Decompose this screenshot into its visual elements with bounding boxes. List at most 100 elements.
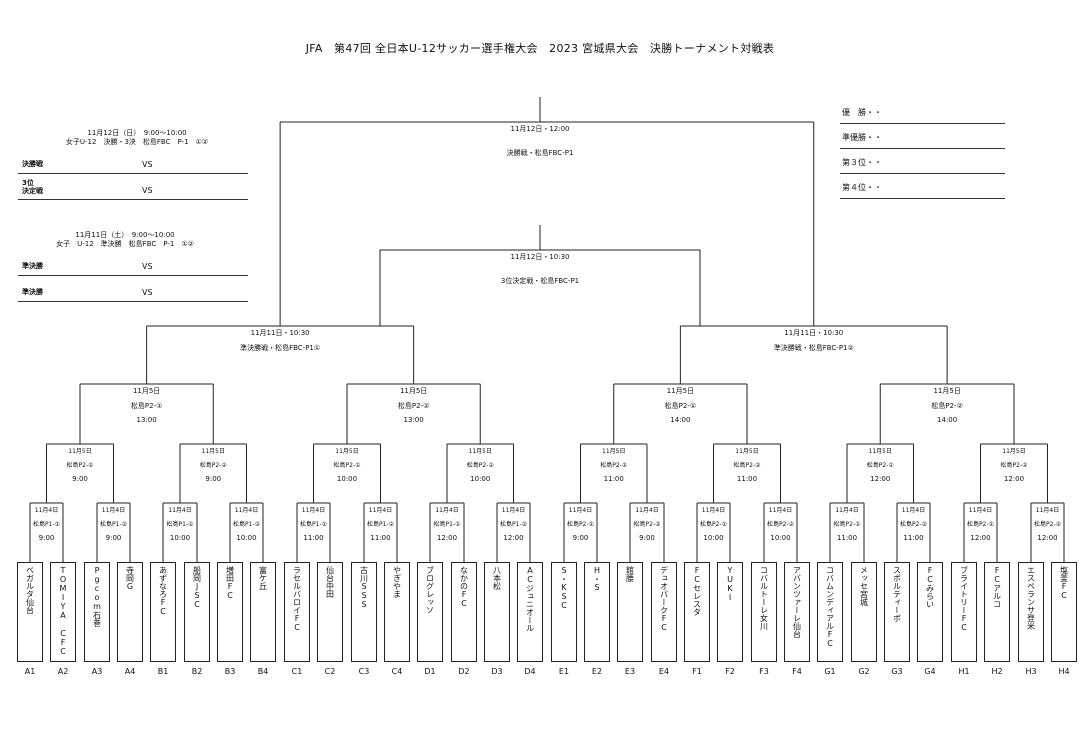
team-box: アバンツァーレ仙台	[784, 562, 810, 662]
team-box: あずなろFC	[150, 562, 176, 662]
match-date: 11月5日	[735, 448, 759, 455]
match-date: 11月5日	[201, 448, 225, 455]
team-code: E4	[658, 667, 670, 676]
match-date: 11月5日	[335, 448, 359, 455]
match-venue: 松島P2-①	[130, 402, 163, 410]
team-code: C2	[324, 667, 336, 676]
match-venue: 松島P2-①	[833, 521, 861, 528]
team-box: FCアルコ	[984, 562, 1010, 662]
match-time: 9:00	[205, 475, 222, 483]
match-venue: 松島P2-②	[1034, 521, 1061, 528]
match-date: 11月4日	[501, 507, 526, 514]
team-code: D1	[424, 667, 436, 676]
match-venue: 松島P1-①	[166, 521, 194, 528]
match-time: 10:00	[703, 534, 724, 542]
team-box: ラセルバロイFC	[284, 562, 310, 662]
match-time: 12:00	[1003, 475, 1025, 483]
match-time: 10:00	[236, 534, 257, 542]
team-box: 仙台中田	[317, 562, 343, 662]
match-venue: 松島P1-②	[100, 521, 127, 528]
third-date: 11月12日・10:30	[510, 253, 570, 261]
team-code: F4	[792, 667, 802, 676]
match-date: 11月11日・10:30	[784, 329, 844, 337]
day1-header-1: 11月12日（日） 9:00〜10:00	[87, 129, 187, 137]
team-box: FCセレスタ	[684, 562, 710, 662]
team-box: 塩釜FC	[1051, 562, 1077, 662]
result-winner: 優 勝・・	[840, 99, 1005, 124]
day2-header-1: 11月11日（土） 9:00〜10:00	[75, 231, 175, 239]
match-time: 9:00	[572, 534, 589, 542]
match-venue: 松島P1-①	[33, 521, 60, 528]
team-box: YUKI	[717, 562, 743, 662]
match-venue: 松島P2-②	[733, 462, 761, 469]
page-title: JFA 第47回 全日本U-12サッカー選手権大会 2023 宮城県大会 決勝ト…	[305, 42, 775, 55]
match-venue: 松島P2-①	[567, 521, 594, 528]
team-box: S・KSC	[551, 562, 577, 662]
match-time: 11:00	[603, 475, 624, 483]
team-code: C1	[291, 667, 303, 676]
day1-header-2: 女子U-12 決勝・3決 松島FBC P-1 ①②	[65, 138, 209, 146]
match-time: 14:00	[937, 416, 958, 424]
match-time: 14:00	[670, 416, 691, 424]
match-venue: 松島P2-①	[700, 521, 727, 528]
team-box: コバムンディアルFC	[817, 562, 843, 662]
match-date: 11月4日	[568, 507, 593, 514]
team-code: E1	[558, 667, 570, 676]
team-code: A1	[24, 667, 36, 676]
match-time: 10:00	[770, 534, 791, 542]
result-fourth: 第４位・・	[840, 174, 1005, 199]
semifinal-row: 準決勝 VS	[18, 276, 248, 302]
row-label: 準決勝	[22, 288, 43, 296]
team-box: 増田FC	[217, 562, 243, 662]
team-code: A2	[57, 667, 69, 676]
match-date: 11月4日	[168, 507, 192, 514]
match-time: 12:00	[870, 475, 891, 483]
team-code: D3	[491, 667, 503, 676]
team-box: 寺岡G	[117, 562, 143, 662]
match-venue: 松島P1-①	[433, 521, 461, 528]
row-vs: VS	[142, 186, 153, 195]
row-label: 3位 決定戦	[22, 179, 43, 195]
match-time: 13:00	[136, 416, 157, 424]
team-box: 古川SSS	[351, 562, 377, 662]
team-code: A4	[124, 667, 136, 676]
team-box: なかのFC	[451, 562, 477, 662]
team-code: D4	[524, 667, 536, 676]
result-third: 第３位・・	[840, 149, 1005, 174]
match-date: 11月5日	[1002, 448, 1026, 455]
team-code: H3	[1025, 667, 1037, 676]
match-venue: 松島P2-②	[466, 462, 494, 469]
match-date: 11月4日	[234, 507, 259, 514]
final-row: 決勝戦 VS	[18, 148, 248, 174]
row-label: 決勝戦	[22, 160, 43, 168]
team-box: TOMIYA CFC	[50, 562, 76, 662]
match-venue: 松島P2-②	[767, 521, 794, 528]
match-venue: 松島P2-②	[397, 402, 430, 410]
match-venue: 松島P2-②	[900, 521, 927, 528]
match-time: 9:00	[105, 534, 122, 542]
match-date: 11月5日	[602, 448, 626, 455]
team-box: ブログレッソ	[417, 562, 443, 662]
team-code: B1	[157, 667, 169, 676]
final-date: 11月12日・12:00	[510, 125, 570, 133]
match-date: 11月5日	[68, 448, 92, 455]
match-time: 11:00	[836, 534, 858, 542]
third-place-row: 3位 決定戦 VS	[18, 174, 248, 200]
team-code: H2	[991, 667, 1003, 676]
match-date: 11月5日	[868, 448, 892, 455]
match-time: 11:00	[370, 534, 391, 542]
team-code: G3	[891, 667, 903, 676]
team-code: E2	[591, 667, 603, 676]
match-time: 9:00	[72, 475, 88, 483]
match-venue: 松島P2-②	[199, 462, 227, 469]
team-box: 八本松	[484, 562, 510, 662]
team-box: メッセ宮城	[851, 562, 877, 662]
match-time: 13:00	[403, 416, 424, 424]
match-time: 10:00	[169, 534, 191, 542]
team-code: G2	[858, 667, 870, 676]
team-code: E3	[624, 667, 636, 676]
match-date: 11月5日	[468, 448, 492, 455]
match-time: 11:00	[903, 534, 924, 542]
team-box: H・S	[584, 562, 610, 662]
semifinal-row: 準決勝 VS	[18, 250, 248, 276]
